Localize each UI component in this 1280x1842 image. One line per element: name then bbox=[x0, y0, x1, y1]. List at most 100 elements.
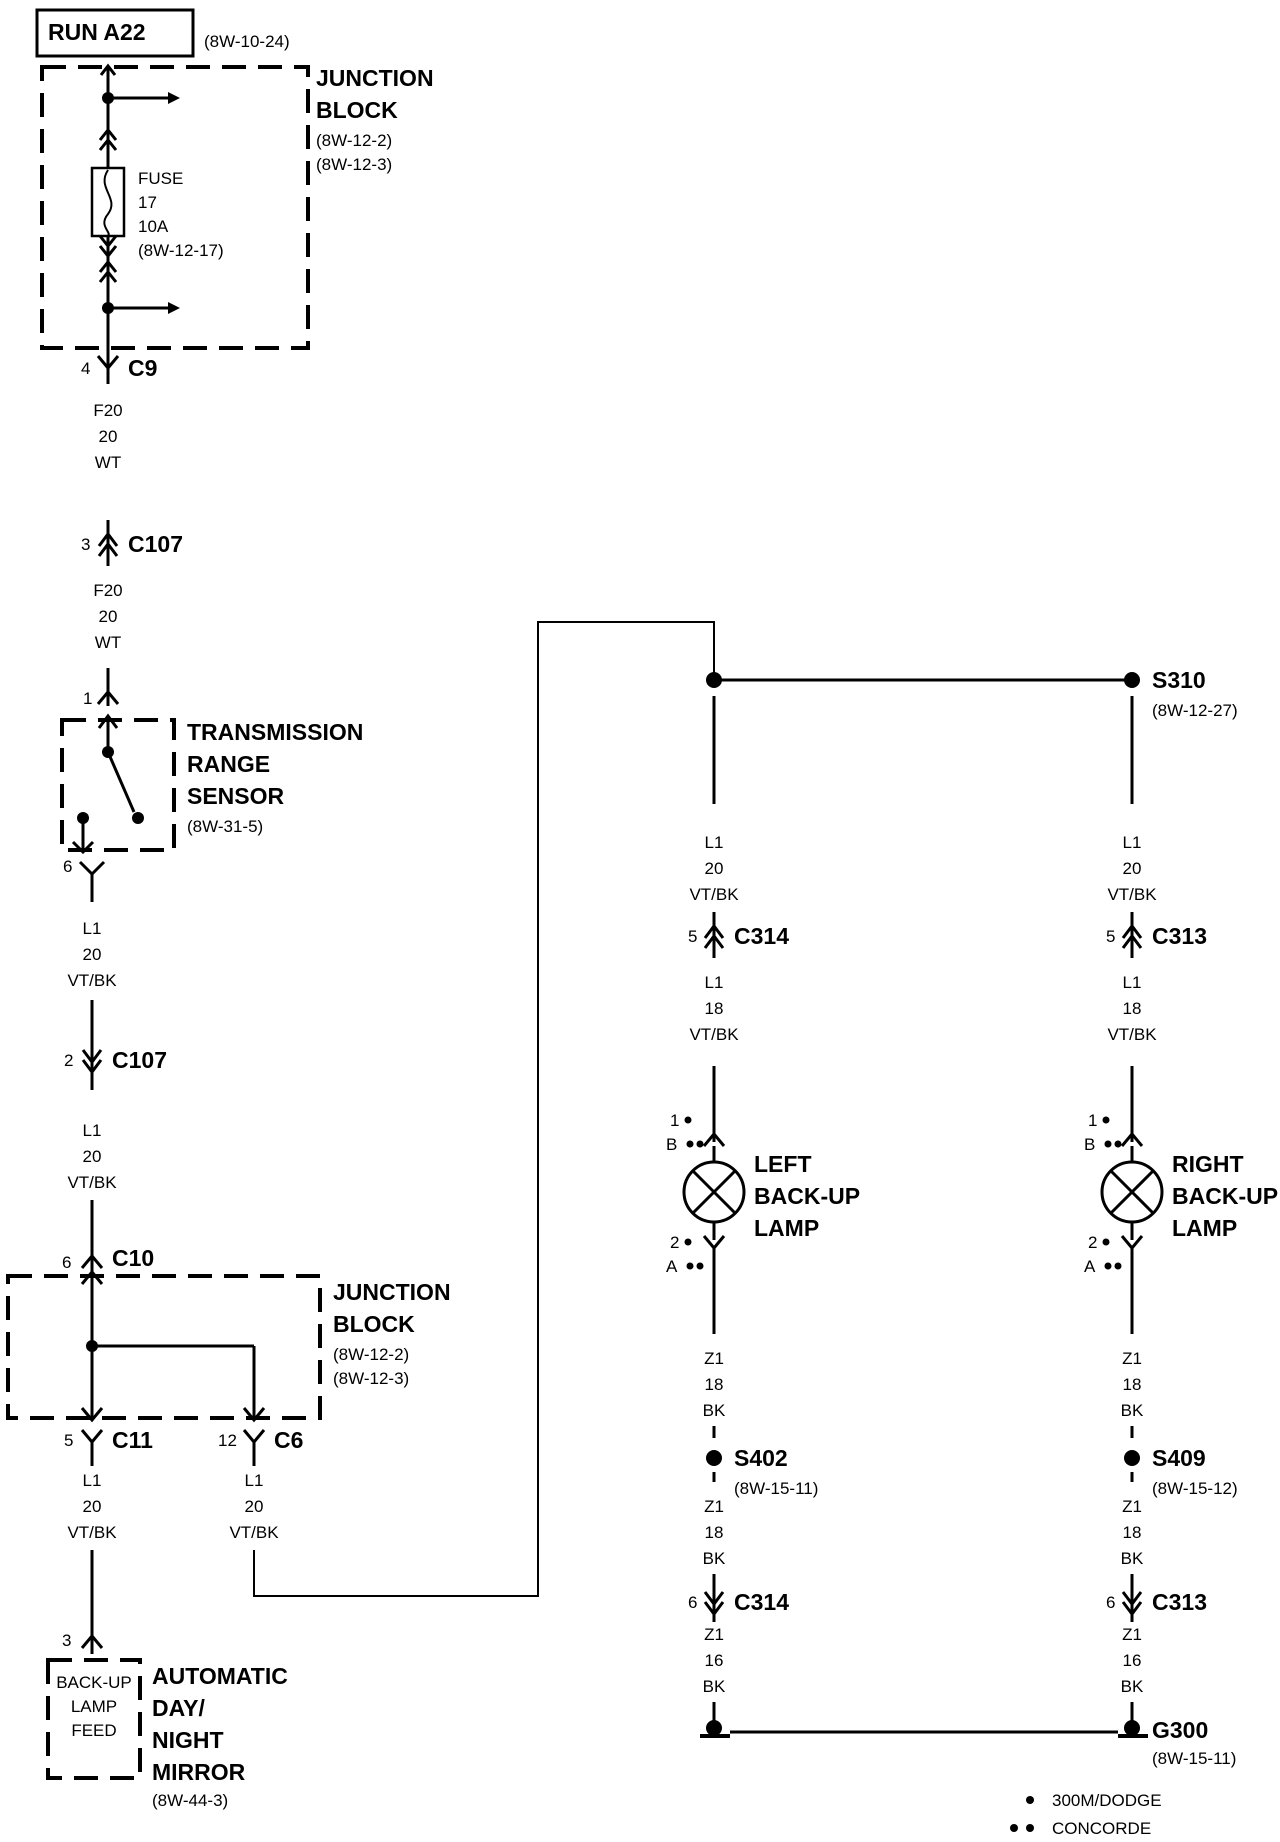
trs-title-1: TRANSMISSION bbox=[187, 719, 363, 745]
left-s402-splice-icon bbox=[706, 1426, 722, 1482]
legend-concorde: CONCORDE bbox=[1052, 1819, 1151, 1838]
mirror-title-4: MIRROR bbox=[152, 1759, 246, 1785]
mirror-title-2: DAY/ bbox=[152, 1695, 205, 1721]
wire-b-circuit: F20 bbox=[93, 581, 122, 600]
c107-bottom-connector-icon bbox=[81, 1000, 103, 1090]
jb-top-ref-1: (8W-12-2) bbox=[316, 131, 392, 150]
c9-connector-icon bbox=[96, 348, 120, 384]
left-c314-bottom-connector-icon bbox=[703, 1574, 725, 1622]
left-w3-color: BK bbox=[703, 1401, 726, 1420]
left-lamp-connector-top-icon bbox=[684, 1066, 726, 1148]
right-w1-color: VT/BK bbox=[1107, 885, 1157, 904]
run-a22-ref: (8W-10-24) bbox=[204, 32, 290, 51]
s409-label: S409 bbox=[1152, 1445, 1206, 1471]
c107-bottom-pin: 2 bbox=[64, 1051, 73, 1070]
transmission-range-sensor-box bbox=[60, 718, 176, 852]
left-lamp-connector-bottom-icon bbox=[684, 1235, 726, 1334]
wire-e-circuit: L1 bbox=[83, 1471, 102, 1490]
legend-double-dot-icon bbox=[1010, 1824, 1018, 1832]
c6-connector-icon bbox=[242, 1429, 266, 1466]
wire-f-gauge: 20 bbox=[245, 1497, 264, 1516]
right-lamp-title-2: BACK-UP bbox=[1172, 1183, 1278, 1209]
right-w4-color: BK bbox=[1121, 1549, 1144, 1568]
s310-ref: (8W-12-27) bbox=[1152, 701, 1238, 720]
right-w5-circuit: Z1 bbox=[1122, 1625, 1142, 1644]
jb-bottom-title-2: BLOCK bbox=[333, 1311, 415, 1337]
wire-c-circuit: L1 bbox=[83, 919, 102, 938]
right-lamp-connector-bottom-icon bbox=[1102, 1235, 1144, 1334]
g300-ref: (8W-15-11) bbox=[1152, 1749, 1236, 1768]
right-w2-circuit: L1 bbox=[1123, 973, 1142, 992]
mirror-title-1: AUTOMATIC bbox=[152, 1663, 288, 1689]
left-w4-circuit: Z1 bbox=[704, 1497, 724, 1516]
c107-top-connector-icon bbox=[97, 520, 119, 566]
wire-a-color: WT bbox=[95, 453, 121, 472]
ground-g300-icon bbox=[700, 1702, 1148, 1738]
mirror-ref: (8W-44-3) bbox=[152, 1791, 228, 1810]
right-lamp-connector-top-icon bbox=[1102, 1066, 1144, 1148]
jb-top-ref-2: (8W-12-3) bbox=[316, 155, 392, 174]
mirror-feed-3: FEED bbox=[71, 1721, 116, 1740]
mirror-pin: 3 bbox=[62, 1631, 71, 1650]
left-pin-a: A bbox=[666, 1257, 678, 1276]
run-a22-label: RUN A22 bbox=[48, 19, 146, 45]
wire-c6-to-left-branch bbox=[253, 621, 715, 1597]
wire-c-color: VT/BK bbox=[67, 971, 117, 990]
right-c313-bottom-pin: 6 bbox=[1106, 1593, 1115, 1612]
right-w5-color: BK bbox=[1121, 1677, 1144, 1696]
wire-b-gauge: 20 bbox=[99, 607, 118, 626]
right-w5-gauge: 16 bbox=[1123, 1651, 1142, 1670]
wire-e-gauge: 20 bbox=[83, 1497, 102, 1516]
left-c314-top-pin: 5 bbox=[688, 927, 697, 946]
right-w4-gauge: 18 bbox=[1123, 1523, 1142, 1542]
mirror-feed-1: BACK-UP bbox=[56, 1673, 132, 1692]
left-back-up-lamp-icon bbox=[682, 1146, 746, 1240]
c9-label: C9 bbox=[128, 355, 157, 381]
wire-c-gauge: 20 bbox=[83, 945, 102, 964]
right-back-up-lamp-icon bbox=[1100, 1146, 1164, 1240]
left-w1-gauge: 20 bbox=[705, 859, 724, 878]
fuse-label-1: FUSE bbox=[138, 169, 183, 188]
left-w3-gauge: 18 bbox=[705, 1375, 724, 1394]
left-c314-bottom-label: C314 bbox=[734, 1589, 789, 1615]
mirror-connector-icon bbox=[80, 1550, 104, 1654]
mirror-title-3: NIGHT bbox=[152, 1727, 224, 1753]
wire-e-color: VT/BK bbox=[67, 1523, 117, 1542]
left-lamp-title-2: BACK-UP bbox=[754, 1183, 860, 1209]
trs-title-2: RANGE bbox=[187, 751, 270, 777]
legend-single-dot-icon bbox=[1026, 1796, 1034, 1804]
s402-ref: (8W-15-11) bbox=[734, 1479, 818, 1498]
right-w1-circuit: L1 bbox=[1123, 833, 1142, 852]
left-pin-b: B bbox=[666, 1135, 677, 1154]
s402-label: S402 bbox=[734, 1445, 788, 1471]
g300-label: G300 bbox=[1152, 1717, 1208, 1743]
jb-bottom-title-1: JUNCTION bbox=[333, 1279, 451, 1305]
jb-top-title-2: BLOCK bbox=[316, 97, 398, 123]
right-lamp-title-3: LAMP bbox=[1172, 1215, 1237, 1241]
right-w3-circuit: Z1 bbox=[1122, 1349, 1142, 1368]
auto-day-night-mirror-box bbox=[46, 1658, 142, 1780]
trs-connector-in-icon bbox=[96, 668, 120, 706]
left-w2-color: VT/BK bbox=[689, 1025, 739, 1044]
right-s409-splice-icon bbox=[1124, 1426, 1140, 1482]
c9-pin: 4 bbox=[81, 359, 90, 378]
right-pin-a: A bbox=[1084, 1257, 1096, 1276]
c11-label: C11 bbox=[112, 1427, 153, 1453]
right-w1-gauge: 20 bbox=[1123, 859, 1142, 878]
wire-d-gauge: 20 bbox=[83, 1147, 102, 1166]
junction-block-bottom bbox=[6, 1274, 322, 1420]
c6-label: C6 bbox=[274, 1427, 303, 1453]
right-pin-1: 1 bbox=[1088, 1111, 1097, 1130]
right-c313-top-connector-icon bbox=[1121, 912, 1143, 958]
c107-top-label: C107 bbox=[128, 531, 183, 557]
right-w2-gauge: 18 bbox=[1123, 999, 1142, 1018]
trs-ref: (8W-31-5) bbox=[187, 817, 263, 836]
wire-d-circuit: L1 bbox=[83, 1121, 102, 1140]
left-w1-circuit: L1 bbox=[705, 833, 724, 852]
wire-b-color: WT bbox=[95, 633, 121, 652]
right-lamp-title-1: RIGHT bbox=[1172, 1151, 1244, 1177]
left-lamp-title-1: LEFT bbox=[754, 1151, 812, 1177]
run-a22-box bbox=[35, 8, 195, 58]
left-pin-2: 2 bbox=[670, 1233, 679, 1252]
